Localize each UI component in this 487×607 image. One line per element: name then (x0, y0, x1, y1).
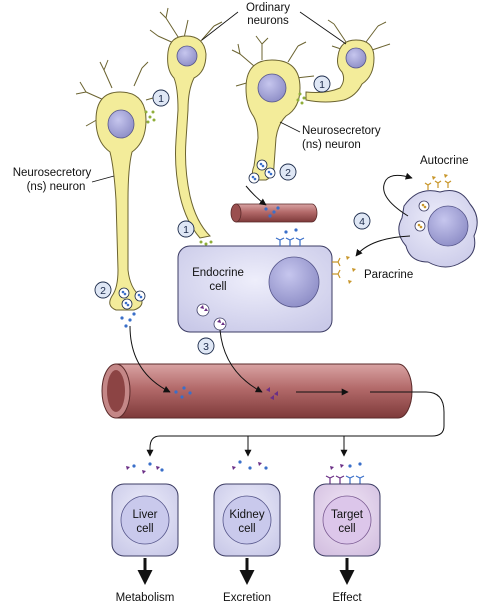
ns-neuron-left-label-2: (ns) neuron (27, 181, 86, 193)
circulation-arrow (146, 391, 445, 457)
kidney-cell-label-2: cell (238, 523, 255, 535)
endocrine-cell: Endocrine cell (177, 228, 356, 333)
target-cell-label-1: Target (331, 509, 364, 521)
metabolism-label: Metabolism (116, 592, 175, 604)
step-1-left-number: 1 (158, 93, 164, 105)
kidney-cell-label-1: Kidney (229, 509, 264, 521)
synapse-right (296, 92, 306, 105)
ordinary-neurons-label-1: Ordinary (246, 2, 290, 14)
step-2-right-number: 2 (285, 167, 291, 179)
ns-neuron-right-label-1: Neurosecretory (302, 125, 381, 137)
ns-neuron-right-leader (279, 121, 301, 133)
ordinary-neurons-leader-left (201, 11, 239, 41)
blood-vessel (101, 363, 413, 419)
ordinary-neuron-left (149, 7, 223, 239)
neurosecretory-neuron-left (75, 59, 161, 311)
autocrine-label: Autocrine (420, 155, 469, 167)
small-capillary (230, 203, 318, 223)
ordinary-neurons-leader-right (299, 11, 347, 45)
liver-cell-label-2: cell (136, 523, 153, 535)
step-1-right-number: 1 (319, 79, 325, 91)
step-3-number: 3 (203, 341, 209, 353)
ns-left-hormones (120, 312, 136, 328)
step-2-right-circle: 2 (279, 163, 297, 181)
liver-cell-label-1: Liver (133, 509, 158, 521)
ordinary-neuron-right (305, 19, 391, 103)
liver-cell: Liver cell (111, 462, 179, 557)
neurosecretory-neuron-right (231, 35, 315, 184)
synapse-left (144, 110, 156, 124)
target-cell-label-2: cell (338, 523, 355, 535)
step-2-left-number: 2 (100, 285, 106, 297)
step-1-endocrine-circle: 1 (177, 220, 195, 238)
step-4-circle: 4 (353, 212, 371, 230)
target-cell: Target cell (313, 462, 381, 557)
endocrine-cell-label-2: cell (209, 281, 226, 293)
step-1-endocrine-number: 1 (183, 224, 189, 236)
arrow-ns-to-capillary (245, 185, 267, 206)
step-1-right-circle: 1 (313, 75, 331, 93)
step-2-left-circle: 2 (94, 281, 112, 299)
step-3-circle: 3 (197, 337, 215, 355)
excretion-label: Excretion (223, 592, 271, 604)
arrow-endocrine-to-vessel (219, 329, 263, 393)
ns-neuron-right-label-2: (ns) neuron (302, 139, 361, 151)
arrow-ns-left-to-vessel (129, 325, 171, 393)
kidney-cell: Kidney cell (213, 460, 281, 557)
autocrine-cell (398, 174, 478, 268)
paracrine-label: Paracrine (364, 269, 413, 281)
endocrine-cell-label-1: Endocrine (192, 267, 244, 279)
ordinary-neurons-label-2: neurons (247, 15, 289, 27)
paracrine-arrow (355, 235, 411, 257)
step-4-number: 4 (359, 216, 365, 228)
effect-label: Effect (332, 592, 362, 604)
ns-neuron-left-label-1: Neurosecretory (13, 167, 92, 179)
step-1-left-circle: 1 (152, 89, 170, 107)
autocrine-arrow (383, 172, 413, 217)
ns-neuron-left-leader (91, 175, 115, 183)
